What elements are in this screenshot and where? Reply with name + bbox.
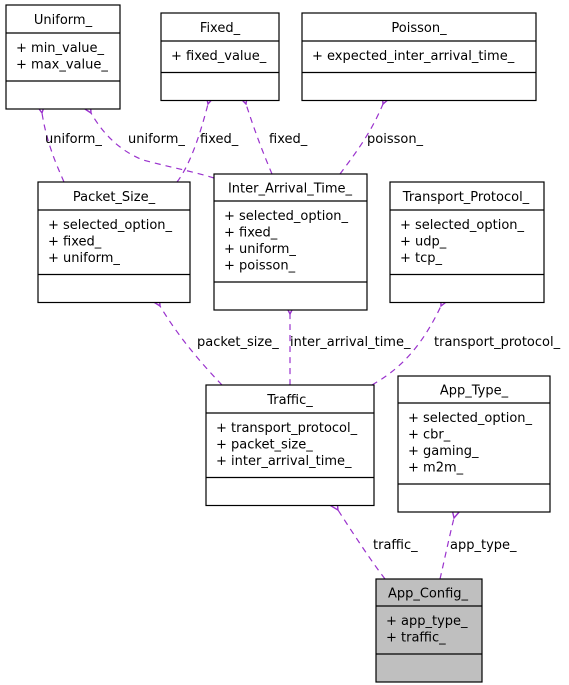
class-name: Inter_Arrival_Time_ (228, 182, 353, 197)
class-name: Traffic_ (266, 393, 313, 408)
class-name: Poisson_ (391, 21, 447, 36)
edge-line (338, 510, 386, 580)
class-attribute: + transport_protocol_ (216, 421, 358, 436)
class-attribute: + uniform_ (48, 251, 120, 266)
class-packet-size[interactable]: Packet_Size_ + selected_option_ + fixed_+ … (37, 181, 191, 304)
class-name: App_Type_ (440, 384, 509, 399)
class-attribute: + selected_option_ (408, 411, 533, 426)
edges-layer: uniform_ uniform_ fixed_ fixed_ poisson_pack… (42, 104, 561, 580)
edge-line (246, 104, 273, 175)
edge-line (91, 113, 215, 179)
class-attribute: + fixed_ (48, 235, 102, 250)
edge-packet-size-to-uniform: uniform_ (42, 113, 102, 183)
class-attribute: + max_value_ (16, 58, 108, 73)
class-attribute: + tcp_ (400, 251, 443, 266)
class-box (375, 578, 483, 683)
class-box (205, 384, 375, 507)
class-app-config[interactable]: App_Config_ + app_type_ + traffic_ (375, 578, 483, 683)
edge-packet-size-to-fixed: fixed_ (176, 104, 239, 183)
edge-label: uniform_ (128, 132, 185, 147)
class-attribute: + inter_arrival_time_ (216, 454, 352, 469)
class-app-type[interactable]: App_Type_ + selected_option_ + cbr_+ gamin… (397, 375, 551, 513)
class-attribute: + poisson_ (224, 259, 296, 274)
edge-inter-arrival-time-to-poisson: poisson_ (339, 104, 424, 175)
edge-label: fixed_ (200, 132, 239, 147)
edge-label: transport_protocol_ (434, 335, 561, 350)
edge-label: fixed_ (269, 132, 308, 147)
edge-label: packet_size_ (197, 335, 279, 350)
edge-inter-arrival-time-to-fixed: fixed_ (246, 104, 308, 175)
nodes-layer: Uniform_ + min_value_ + max_value_ Fixed_ + … (5, 4, 551, 683)
class-poisson[interactable]: Poisson_ + expected_inter_arrival_time_ (301, 12, 537, 102)
class-attribute: + fixed_value_ (171, 49, 267, 64)
class-name: Uniform_ (34, 13, 93, 28)
class-box (389, 181, 545, 304)
class-attribute: + selected_option_ (400, 218, 525, 233)
edge-line (371, 306, 441, 386)
class-attribute: + min_value_ (16, 41, 105, 56)
edge-line (176, 104, 208, 183)
class-box (37, 181, 191, 304)
class-attribute: + fixed_ (224, 226, 278, 241)
class-box (301, 12, 537, 102)
edge-label: inter_arrival_time_ (290, 335, 411, 350)
class-box (5, 4, 121, 110)
class-attribute: + selected_option_ (224, 209, 349, 224)
edge-label: poisson_ (367, 132, 424, 147)
class-box (160, 12, 280, 102)
class-attribute: + cbr_ (408, 428, 451, 443)
edge-app-config-to-traffic: traffic_ (338, 510, 418, 580)
edge-line (160, 306, 223, 386)
edge-label: app_type_ (450, 538, 517, 553)
edge-line (42, 113, 65, 183)
class-name: Packet_Size_ (73, 190, 156, 205)
class-attribute: + gaming_ (408, 444, 479, 459)
edge-traffic-to-packet-size: packet_size_ (160, 306, 279, 386)
edge-line (339, 104, 383, 175)
edge-label: traffic_ (373, 538, 418, 553)
class-attribute: + traffic_ (386, 631, 446, 646)
class-traffic[interactable]: Traffic_ + transport_protocol_ + packet_si… (205, 384, 375, 507)
class-attribute: + selected_option_ (48, 218, 173, 233)
class-attribute: + app_type_ (386, 614, 468, 629)
edge-app-config-to-app-type: app_type_ (439, 518, 517, 580)
class-inter-arrival-time[interactable]: Inter_Arrival_Time_ + selected_option_ + f… (213, 173, 368, 311)
class-attribute: + uniform_ (224, 242, 296, 257)
edge-label: uniform_ (45, 132, 102, 147)
class-box (397, 375, 551, 513)
class-attribute: + udp_ (400, 235, 447, 250)
edge-line (439, 518, 454, 580)
class-name: App_Config_ (388, 587, 469, 602)
edge-traffic-to-transport-protocol: transport_protocol_ (371, 306, 561, 386)
class-attribute: + expected_inter_arrival_time_ (312, 49, 515, 64)
class-box (213, 173, 368, 311)
class-attribute: + packet_size_ (216, 438, 313, 453)
class-name: Fixed_ (200, 21, 241, 36)
edge-traffic-to-inter-arrival-time: inter_arrival_time_ (290, 314, 411, 385)
class-name: Transport_Protocol_ (402, 190, 530, 205)
class-transport-protocol[interactable]: Transport_Protocol_ + selected_option_ + u… (389, 181, 545, 304)
class-uniform[interactable]: Uniform_ + min_value_ + max_value_ (5, 4, 121, 110)
edge-inter-arrival-time-to-uniform: uniform_ (91, 113, 215, 179)
class-attribute: + m2m_ (408, 461, 464, 476)
class-fixed[interactable]: Fixed_ + fixed_value_ (160, 12, 280, 102)
